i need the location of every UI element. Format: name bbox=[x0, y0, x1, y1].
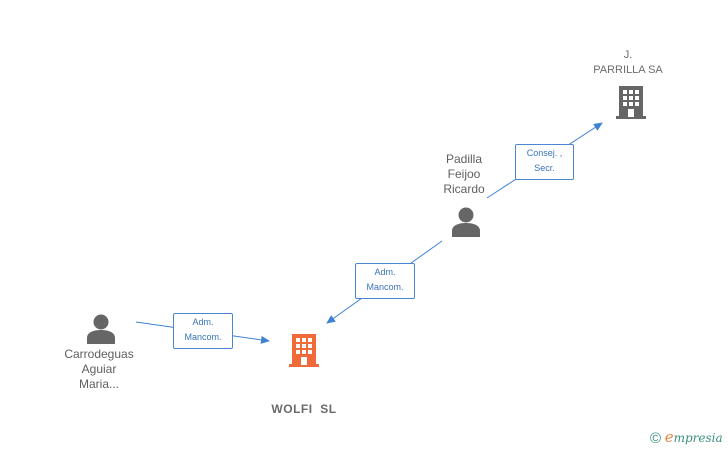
person-name-line: Feijoo bbox=[447, 167, 481, 181]
person-name-line: Padilla bbox=[445, 152, 483, 166]
person-icon[interactable] bbox=[451, 206, 481, 238]
empresia-logo: © empresia bbox=[650, 428, 723, 447]
company-label-wolfi[interactable]: WOLFI SL bbox=[244, 372, 364, 432]
company-name: WOLFI SL bbox=[271, 402, 337, 416]
edge-label-line: Mancom. bbox=[366, 282, 404, 292]
edge-label-line: Consej. , bbox=[526, 148, 563, 158]
company-label-parrilla[interactable]: J. PARRILLA SA bbox=[578, 48, 678, 78]
edge-label-line: Secr. bbox=[534, 163, 555, 173]
edge-label-carrodeguas-wolfi[interactable]: Adm. Mancom. bbox=[173, 313, 233, 349]
brand-name: mpresia bbox=[673, 431, 723, 445]
company-name-line: PARRILLA SA bbox=[593, 64, 663, 76]
person-name-line: Maria... bbox=[78, 377, 119, 391]
person-label-padilla[interactable]: Padilla Feijoo Ricardo bbox=[414, 152, 514, 197]
edge-label-padilla-parrilla[interactable]: Consej. , Secr. bbox=[515, 144, 574, 180]
person-name-line: Carrodeguas bbox=[64, 347, 134, 361]
copyright-symbol: © bbox=[650, 430, 662, 447]
person-name-line: Ricardo bbox=[443, 182, 485, 196]
building-icon[interactable] bbox=[615, 84, 647, 120]
person-label-carrodeguas[interactable]: Carrodeguas Aguiar Maria... bbox=[49, 347, 149, 392]
edge-label-line: Adm. bbox=[192, 317, 214, 327]
person-name-line: Aguiar bbox=[81, 362, 117, 376]
company-name-line: J. bbox=[623, 49, 633, 61]
edge-label-padilla-wolfi[interactable]: Adm. Mancom. bbox=[355, 263, 415, 299]
brand-initial: e bbox=[664, 428, 674, 446]
edge-label-line: Mancom. bbox=[184, 332, 222, 342]
edge-label-line: Adm. bbox=[374, 267, 396, 277]
building-icon[interactable] bbox=[288, 332, 320, 368]
person-icon[interactable] bbox=[86, 313, 116, 345]
